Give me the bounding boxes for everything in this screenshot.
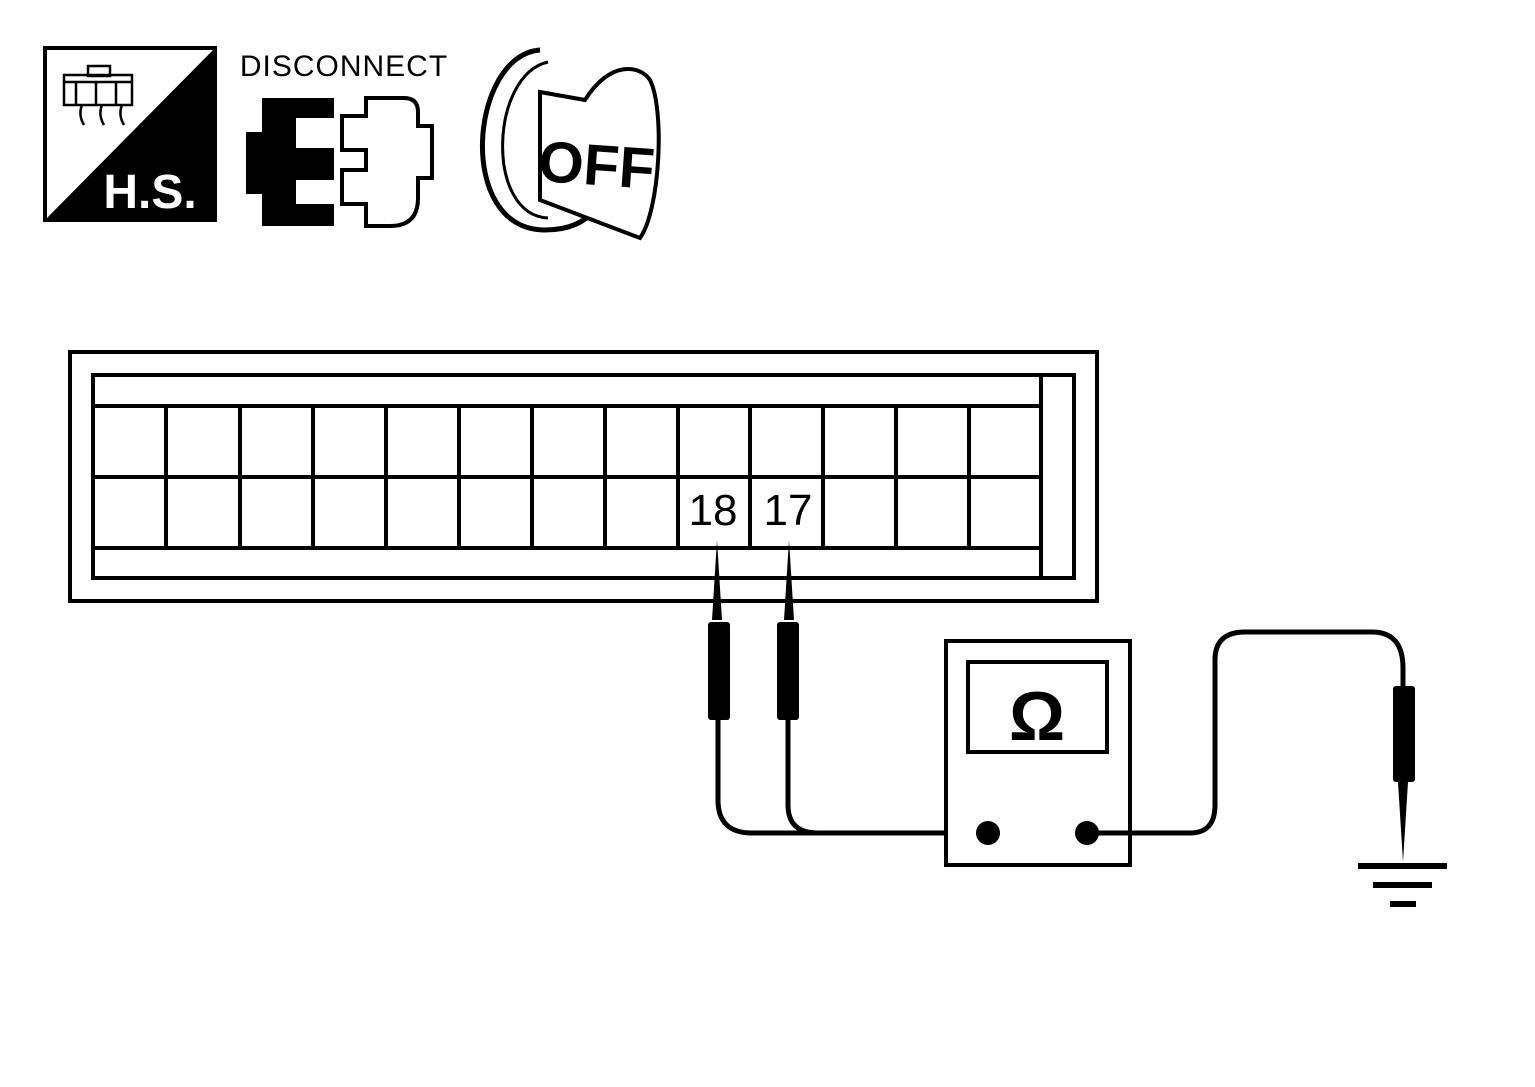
harness-side-label: H.S. xyxy=(103,166,196,219)
ignition-off-label: OFF xyxy=(536,129,656,202)
harness-side-icon: H.S. xyxy=(43,46,217,222)
probe-leads xyxy=(715,720,988,836)
ohmmeter-icon: Ω xyxy=(1009,677,1065,755)
probe-terminal-18 xyxy=(708,540,730,720)
disconnect-icon: DISCONNECT xyxy=(240,50,448,228)
terminal-17-label: 17 xyxy=(764,486,813,535)
probe-terminal-17 xyxy=(777,540,799,720)
meter-terminal-negative xyxy=(976,821,1000,845)
disconnect-connector-icon xyxy=(246,96,434,228)
disconnect-label: DISCONNECT xyxy=(240,50,448,83)
ground-probe xyxy=(1393,686,1415,862)
ohmmeter: Ω xyxy=(944,639,1132,867)
harness-connector-icon xyxy=(62,64,134,126)
connector-housing xyxy=(68,350,1099,603)
ground-symbol-icon xyxy=(1358,863,1447,907)
terminal-18-label: 18 xyxy=(689,486,738,535)
connector-cavity-grid xyxy=(164,406,971,548)
ground-lead xyxy=(1087,629,1406,836)
ignition-key-icon: OFF xyxy=(479,47,661,241)
